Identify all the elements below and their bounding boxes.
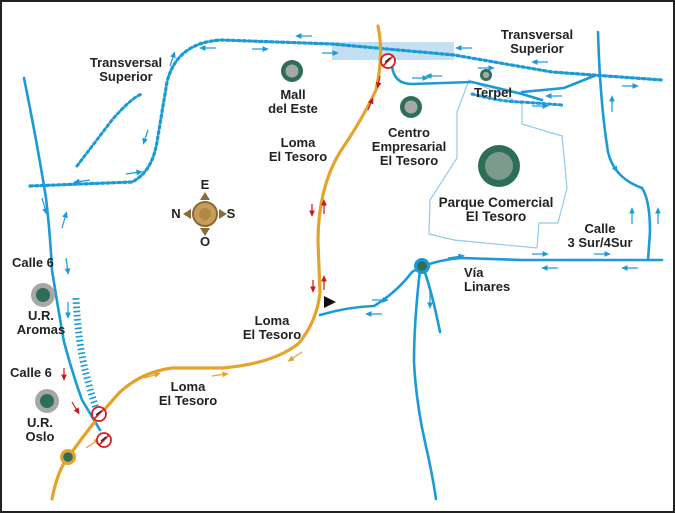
label-mall-del-este: Mall del Este [268,87,318,116]
label-loma-el-tesoro-bottom: Loma El Tesoro [158,379,218,408]
direction-arrow-icon [64,257,71,275]
label-terpel: Terpel [473,85,513,100]
direction-arrow-icon [41,197,48,215]
calle-6-hatched [72,297,102,416]
no-entry-icon [91,406,107,422]
junction-icon [414,258,430,274]
direction-arrow-icon [71,401,80,415]
junction-icon [60,449,76,465]
label-calle-3-sur: Calle 3 Sur/4Sur [567,221,633,250]
landmark-icon [480,69,492,81]
centro-empresarial-road [390,64,544,102]
red-direction-arrows [61,75,382,415]
compass-west-label: O [199,234,211,249]
direction-arrow-icon [211,371,229,378]
transversal-connector-road [75,92,144,168]
no-entry-icon [96,432,112,448]
landmark-icon [400,96,422,118]
terpel-connector-road [520,74,596,94]
label-ur-aromas: U.R. Aromas [16,308,66,337]
label-loma-el-tesoro-top: Loma El Tesoro [268,135,328,164]
direction-arrow-icon [447,253,465,260]
south-branch-road [422,268,442,334]
label-transversal-superior-left: Transversal Superior [89,55,163,84]
direction-arrow-icon [287,351,303,362]
landmarks [31,60,520,465]
terpel-dotted-road [470,92,564,107]
direction-arrow-icon [125,169,143,176]
loma-el-tesoro-road [50,24,383,501]
direction-arrow-icon [85,438,101,449]
southwest-branch-road [412,268,438,501]
label-calle-6-bottom: Calle 6 [10,365,52,380]
direction-arrow-icon [169,51,176,67]
parque-comercial-outline [428,79,568,249]
landmark-icon [35,389,59,413]
landmark-icon [31,283,55,307]
label-loma-el-tesoro-mid: Loma El Tesoro [242,313,302,342]
label-transversal-superior-right: Transversal Superior [500,27,574,56]
label-centro-empresarial: Centro Empresarial El Tesoro [371,125,447,168]
direction-arrow-icon [61,211,68,229]
compass-north-label: N [171,206,181,221]
label-calle-6-top: Calle 6 [12,255,54,270]
no-entry-icon [380,53,396,69]
blue-direction-arrows [41,33,661,319]
compass-south-label: S [226,206,236,221]
direction-arrow-icon [142,129,149,145]
label-via-linares: Vía Linares [464,265,511,294]
via-linares-road [318,256,664,317]
landmark-icon [281,60,303,82]
landmark-icon [478,145,520,187]
transversal-superior-road [28,38,664,188]
orange-direction-arrows [85,351,303,449]
label-parque-comercial: Parque Comercial El Tesoro [438,195,554,224]
junction-pointer-icon [324,296,336,308]
direction-arrow-icon [367,97,374,111]
direction-arrow-icon [73,178,91,185]
compass-icon [183,192,227,236]
calle-6-road [22,76,102,432]
blue-roads [22,30,664,501]
compass-east-label: E [200,177,210,192]
direction-arrow-icon [143,372,161,379]
label-ur-oslo: U.R. Oslo [25,415,55,444]
direction-arrow-icon [375,75,382,89]
direction-arrow-icon [609,157,618,173]
